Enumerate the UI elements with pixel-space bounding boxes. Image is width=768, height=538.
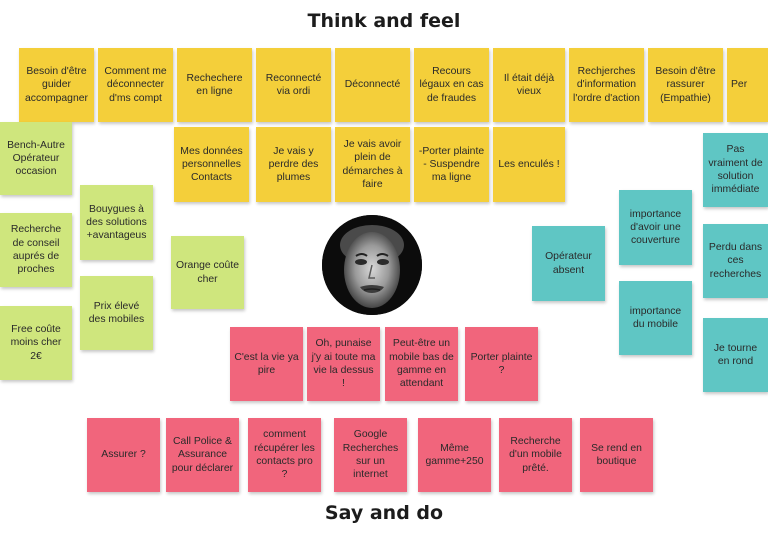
sticky-note[interactable]: Je tourne en rond	[703, 318, 768, 392]
sticky-note[interactable]: -Porter plainte - Suspendre ma ligne	[414, 127, 489, 202]
sticky-note[interactable]: Rechjerches d'information l'ordre d'acti…	[569, 48, 644, 122]
sticky-note[interactable]: Reconnecté via ordi	[256, 48, 331, 122]
sticky-note[interactable]: Per	[727, 48, 768, 122]
sticky-note[interactable]: Besoin d'être guider accompagner	[19, 48, 94, 122]
sticky-note[interactable]: comment récupérer les contacts pro ?	[248, 418, 321, 492]
sticky-note[interactable]: Bench-Autre Opérateur occasion	[0, 122, 72, 195]
sticky-note[interactable]: Déconnecté	[335, 48, 410, 122]
sticky-note[interactable]: Se rend en boutique	[580, 418, 653, 492]
sticky-note[interactable]: Opérateur absent	[532, 226, 605, 301]
sticky-note[interactable]: C'est la vie ya pire	[230, 327, 303, 401]
sticky-note[interactable]: Il était déjà vieux	[493, 48, 565, 122]
sticky-note[interactable]: Assurer ?	[87, 418, 160, 492]
sticky-note[interactable]: Orange coûte cher	[171, 236, 244, 309]
sticky-note[interactable]: Je vais avoir plein de démarches à faire	[335, 127, 410, 202]
sticky-note[interactable]: Free coûte moins cher 2€	[0, 306, 72, 380]
sticky-note[interactable]: Rechechere en ligne	[177, 48, 252, 122]
sticky-note[interactable]: Prix élevé des mobiles	[80, 276, 153, 350]
sticky-note[interactable]: Porter plainte ?	[465, 327, 538, 401]
sticky-note[interactable]: Les enculés !	[493, 127, 565, 202]
sticky-note[interactable]: Comment me déconnecter d'ms compt	[98, 48, 173, 122]
sticky-note[interactable]: Je vais y perdre des plumes	[256, 127, 331, 202]
persona-photo	[322, 215, 422, 315]
sticky-note[interactable]: Même gamme+250	[418, 418, 491, 492]
sticky-note[interactable]: Recherche d'un mobile prêté.	[499, 418, 572, 492]
think-and-feel-heading: Think and feel	[307, 10, 461, 32]
sticky-note[interactable]: Pas vraiment de solution immédiate	[703, 133, 768, 207]
persona-avatar	[322, 215, 422, 315]
sticky-note[interactable]: Besoin d'être rassurer (Empathie)	[648, 48, 723, 122]
sticky-note[interactable]: Recherche de conseil auprés de proches	[0, 213, 72, 287]
sticky-note[interactable]: Call Police & Assurance pour déclarer	[166, 418, 239, 492]
sticky-note[interactable]: Recours légaux en cas de fraudes	[414, 48, 489, 122]
sticky-note[interactable]: Mes données personnelles Contacts	[174, 127, 249, 202]
sticky-note[interactable]: Perdu dans ces recherches	[703, 224, 768, 298]
say-and-do-heading: Say and do	[324, 502, 444, 524]
sticky-note[interactable]: importance du mobile	[619, 281, 692, 355]
sticky-note[interactable]: importance d'avoir une couverture	[619, 190, 692, 265]
sticky-note[interactable]: Peut-être un mobile bas de gamme en atte…	[385, 327, 458, 401]
sticky-note[interactable]: Bouygues à des solutions +avantageus	[80, 185, 153, 260]
sticky-note[interactable]: Oh, punaise j'y ai toute ma vie la dessu…	[307, 327, 380, 401]
sticky-note[interactable]: Google Recherches sur un internet	[334, 418, 407, 492]
